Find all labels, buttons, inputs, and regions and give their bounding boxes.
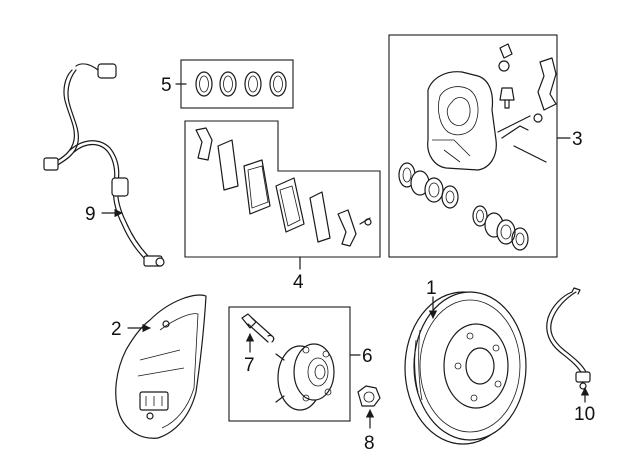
- brake-rotor: [404, 291, 527, 445]
- callout-6: 6: [362, 346, 373, 367]
- leader-lines: [101, 83, 590, 429]
- brake-hose: [546, 287, 591, 390]
- callout-2: 2: [111, 319, 122, 340]
- callout-10: 10: [574, 404, 595, 425]
- hub-bearing: [228, 306, 351, 422]
- abs-sensor-harness: [43, 63, 165, 267]
- callout-4: 4: [293, 272, 304, 293]
- callout-1: 1: [426, 278, 437, 299]
- splash-shield: [115, 294, 207, 439]
- callout-5: 5: [161, 75, 172, 96]
- pin-boot-kit: [180, 59, 294, 109]
- caliper-assembly: [388, 34, 558, 258]
- callout-8: 8: [364, 433, 375, 454]
- callout-labels: 1 2 3 4 5 6 7 8 9 10: [85, 75, 595, 454]
- brake-pad-kit: [184, 120, 381, 258]
- callout-9: 9: [85, 204, 96, 225]
- hub-nut: [357, 385, 381, 407]
- callout-3: 3: [572, 129, 583, 150]
- callout-7: 7: [244, 355, 255, 376]
